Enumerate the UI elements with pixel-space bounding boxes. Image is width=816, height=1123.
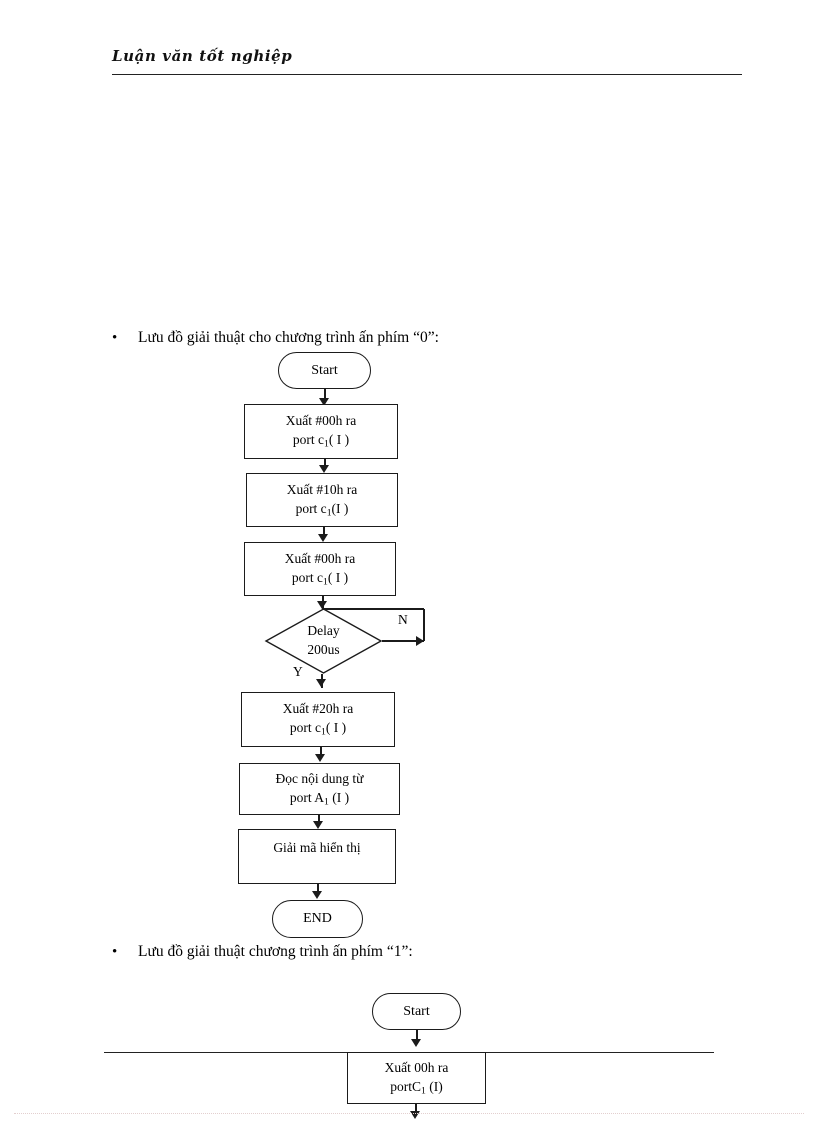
arrowhead-node3 bbox=[318, 534, 328, 542]
flowchart1-process-2-line1: Xuất #10h ra bbox=[286, 481, 358, 497]
flowchart1-process-2-line2: port c1(I ) bbox=[296, 499, 349, 521]
arrowhead-f2-node1 bbox=[411, 1039, 421, 1047]
connector-node5-to-node6 bbox=[318, 815, 320, 825]
p4-sub: 1 bbox=[321, 727, 326, 739]
p2-pre: port c bbox=[295, 500, 327, 516]
bullet-paragraph-2: • Lưu đồ giải thuật chương trình ấn phím … bbox=[112, 943, 413, 961]
p3-post: ( I ) bbox=[327, 569, 349, 585]
flowchart1-process-3-line1: Xuất #00h ra bbox=[284, 550, 356, 566]
arrowhead-f2-next bbox=[410, 1111, 420, 1119]
p5-post: (I ) bbox=[328, 789, 350, 805]
arrowhead-node5 bbox=[315, 754, 325, 762]
p1-post: ( I ) bbox=[328, 432, 350, 448]
flowchart1-process-5-line2: port A1 (I ) bbox=[290, 788, 349, 810]
bullet-text-1: Lưu đồ giải thuật cho chương trình ấn ph… bbox=[138, 329, 439, 346]
flowchart2-start-label: Start bbox=[403, 1003, 430, 1019]
p5-pre: port A bbox=[289, 789, 325, 805]
flowchart1-start-terminal: Start bbox=[278, 352, 371, 389]
connector-no-branch-back bbox=[322, 608, 424, 610]
bullet-marker-1: • bbox=[112, 330, 118, 346]
f2p1-pre: portC bbox=[390, 1078, 422, 1094]
arrowhead-no-branch bbox=[416, 636, 424, 646]
f2p1-sub: 1 bbox=[421, 1085, 426, 1097]
flowchart1-process-5-line1: Đọc nội dung từ bbox=[275, 770, 364, 786]
arrowhead-end bbox=[312, 891, 322, 899]
connector-node4-to-node5 bbox=[320, 747, 322, 757]
connector-no-branch-right bbox=[382, 640, 424, 642]
arrowhead-node2 bbox=[319, 465, 329, 473]
arrowhead-node1 bbox=[319, 398, 329, 406]
connector-node6-to-end bbox=[317, 884, 319, 895]
p3-sub: 1 bbox=[323, 576, 328, 588]
flowchart1-process-2: Xuất #10h ra port c1(I ) bbox=[246, 473, 398, 527]
page-header-title: Luận văn tốt nghiệp bbox=[112, 47, 293, 65]
flowchart1-process-1-line2: port c1( I ) bbox=[293, 430, 349, 452]
flowchart2-process-1-line2: portC1 (I) bbox=[390, 1077, 443, 1099]
bullet-paragraph-1: • Lưu đồ giải thuật cho chương trình ấn p… bbox=[112, 329, 439, 347]
connector-no-branch-up bbox=[423, 609, 425, 641]
flowchart1-process-6-line1: Giải mã hiển thị bbox=[273, 840, 361, 855]
flowchart1-process-4-line2: port c1( I ) bbox=[290, 718, 346, 740]
flowchart1-process-5: Đọc nội dung từ port A1 (I ) bbox=[239, 763, 400, 815]
connector-node2-to-node3 bbox=[323, 527, 325, 537]
flowchart1-process-3: Xuất #00h ra port c1( I ) bbox=[244, 542, 396, 596]
flowchart1-start-label: Start bbox=[311, 362, 338, 378]
connector-node1-to-node2 bbox=[324, 459, 326, 468]
p1-sub: 1 bbox=[324, 439, 329, 451]
decision-no-label: N bbox=[398, 612, 408, 627]
p1-pre: port c bbox=[292, 432, 324, 448]
flowchart1-process-4-line1: Xuất #20h ra bbox=[282, 701, 354, 717]
flowchart1-process-1: Xuất #00h ra port c1( I ) bbox=[244, 404, 398, 459]
p4-pre: port c bbox=[289, 720, 321, 736]
flowchart1-process-4: Xuất #20h ra port c1( I ) bbox=[241, 692, 395, 747]
header-divider-rule bbox=[112, 74, 742, 75]
p2-sub: 1 bbox=[326, 507, 332, 519]
p5-sub: 1 bbox=[324, 796, 329, 808]
flowchart1-process-6: Giải mã hiển thị bbox=[238, 829, 396, 884]
page-bottom-faint-rule bbox=[14, 1113, 804, 1114]
connector-f2-start-to-node1 bbox=[416, 1030, 418, 1044]
arrowhead-decision bbox=[317, 601, 327, 609]
flowchart1-end-label: END bbox=[303, 911, 332, 927]
p4-post: ( I ) bbox=[325, 720, 347, 736]
connector-start-to-node1 bbox=[324, 389, 326, 403]
flowchart2-process-1: Xuất 00h ra portC1 (I) bbox=[347, 1052, 486, 1104]
p2-post: (I ) bbox=[331, 500, 349, 516]
flowchart1-process-1-line1: Xuất #00h ra bbox=[285, 413, 357, 429]
flowchart2-process-1-line1: Xuất 00h ra bbox=[384, 1059, 449, 1075]
arrowhead-node6 bbox=[313, 821, 323, 829]
flowchart1-decision-delay: Delay 200us bbox=[264, 608, 383, 674]
bullet-text-2: Lưu đồ giải thuật chương trình ấn phím “… bbox=[138, 943, 413, 960]
connector-f2-node1-down bbox=[415, 1104, 417, 1116]
decision-yes-label: Y bbox=[293, 664, 303, 679]
bullet-marker-2: • bbox=[112, 944, 118, 960]
arrowhead-node4 bbox=[316, 679, 326, 687]
flowchart1-end-terminal: END bbox=[272, 900, 363, 938]
f2p1-post: (I) bbox=[425, 1078, 443, 1094]
flowchart2-start-terminal: Start bbox=[372, 993, 461, 1030]
flowchart1-process-3-line2: port c1( I ) bbox=[292, 568, 348, 590]
p3-pre: port c bbox=[291, 569, 323, 585]
